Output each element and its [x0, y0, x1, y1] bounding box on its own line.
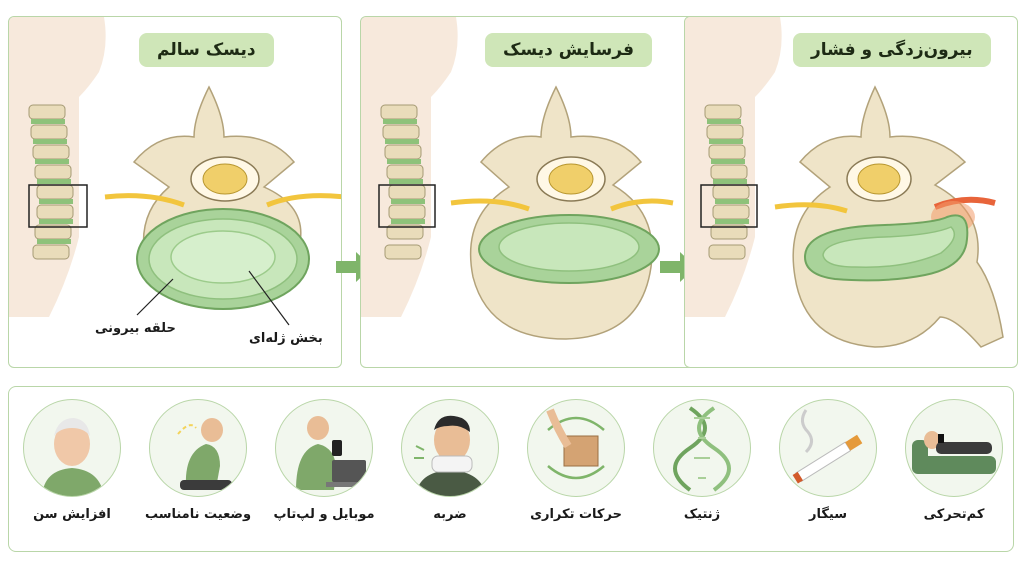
healthy-disc-illustration — [9, 17, 341, 326]
slouching-person-icon — [177, 418, 232, 490]
cause-age: افزایش سن — [17, 399, 127, 522]
lying-on-sofa-icon — [912, 431, 996, 474]
panel-disc-degeneration: فرسایش دیسک — [360, 16, 694, 368]
neck-brace-icon — [414, 415, 486, 496]
cause-caption: افزایش سن — [33, 507, 111, 522]
lifting-box-icon — [546, 408, 605, 480]
cause-injury: ضربه — [395, 399, 505, 522]
herniation-illustration — [685, 17, 1004, 348]
cigarette-icon — [792, 409, 863, 484]
annulus-label: حلقه بیرونی — [95, 321, 176, 336]
cause-caption: کم‌تحرکی — [923, 507, 985, 522]
elderly-man-icon — [42, 418, 104, 496]
phone-laptop-icon — [296, 416, 370, 490]
dna-icon — [673, 406, 731, 492]
cause-genetics: ژنتیک — [647, 399, 757, 522]
causes-strip: افزایش سن وضعیت نامناسب موبایل و لپ‌تاپ … — [8, 386, 1014, 552]
degeneration-illustration — [361, 17, 674, 340]
panel-herniation: بیرون‌زدگی و فشار — [684, 16, 1018, 368]
cause-inactivity: کم‌تحرکی — [899, 399, 1009, 522]
panel-healthy-disc: دیسک سالم حلقه بیرونی بخش ژله‌ای — [8, 16, 342, 368]
cause-bad-posture: وضعیت نامناسب — [143, 399, 253, 522]
cause-caption: ضربه — [433, 507, 467, 522]
cause-caption: سیگار — [808, 507, 848, 522]
cause-caption: ژنتیک — [683, 507, 721, 522]
panel-title: دیسک سالم — [139, 33, 274, 67]
panel-title: فرسایش دیسک — [485, 33, 652, 67]
cause-smoking: سیگار — [773, 399, 883, 522]
cause-caption: وضعیت نامناسب — [144, 507, 252, 522]
cause-caption: حرکات تکراری — [530, 507, 622, 522]
cause-caption: موبایل و لپ‌تاپ — [273, 507, 375, 522]
panel-title: بیرون‌زدگی و فشار — [793, 33, 991, 67]
cause-devices: موبایل و لپ‌تاپ — [269, 399, 379, 522]
nucleus-label: بخش ژله‌ای — [249, 331, 323, 346]
cause-repetitive-motion: حرکات تکراری — [521, 399, 631, 522]
